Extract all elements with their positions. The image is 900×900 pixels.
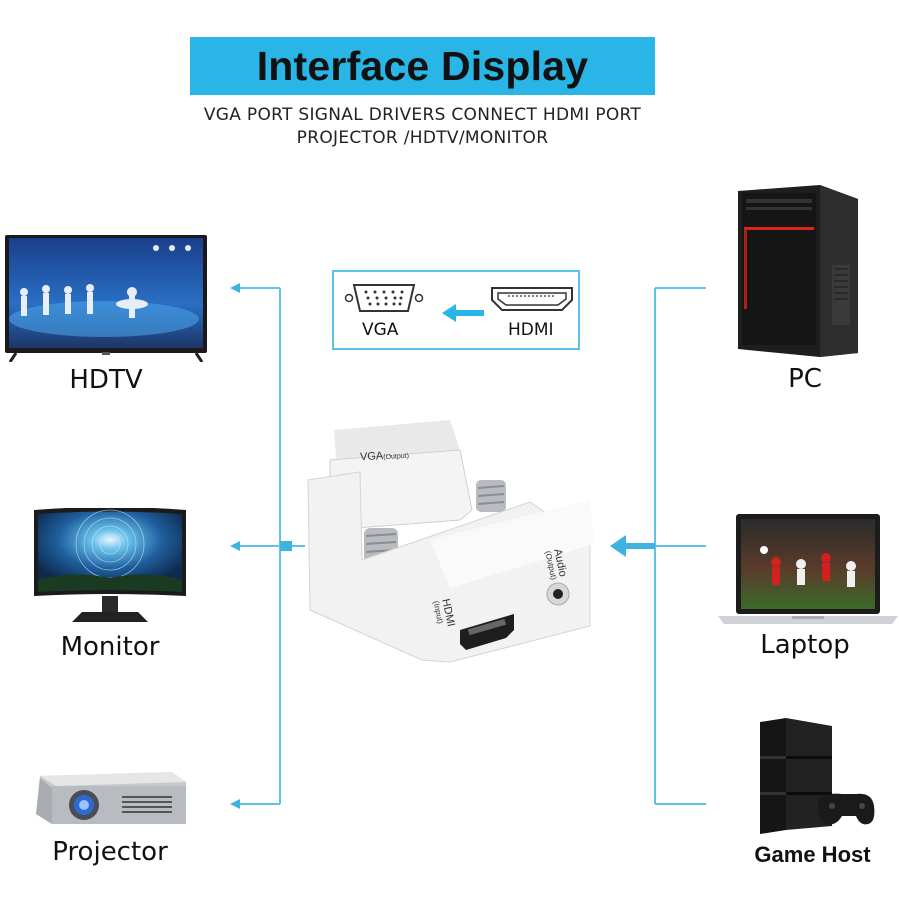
adapter-vga-text: VGA	[359, 450, 384, 464]
pc-device	[738, 185, 858, 357]
projector-icon	[36, 772, 186, 824]
hdmi-label: HDMI	[508, 320, 554, 340]
laptop-device	[716, 512, 900, 628]
monitor-label: Monitor	[60, 632, 160, 662]
pc-tower-icon	[738, 185, 858, 357]
laptop-icon	[718, 514, 898, 624]
vga-connector-icon	[344, 284, 424, 312]
game-host-label: Game Host	[754, 842, 871, 867]
page-title: Interface Display	[256, 42, 589, 89]
connector-diagram: VGA HDMI	[332, 270, 580, 350]
adapter-vga-label: VGA(Output)	[359, 449, 410, 464]
hdtv-device	[4, 234, 208, 363]
adapter-body-icon	[307, 420, 594, 663]
hdmi-connector-icon	[491, 287, 573, 311]
vga-hdmi-adapter: VGA(Output) HDMI (Input) Audio (Output)	[300, 410, 600, 670]
title-banner: Interface Display	[190, 37, 655, 95]
game-console-icon	[760, 718, 875, 834]
monitor-device	[32, 507, 188, 626]
vga-label: VGA	[362, 320, 399, 340]
left-arrow-icon	[442, 304, 484, 322]
hdtv-icon	[5, 235, 207, 363]
monitor-icon	[34, 507, 186, 622]
hdtv-label: HDTV	[69, 365, 143, 395]
subtitle-line-2: PROJECTOR /HDTV/MONITOR	[296, 128, 549, 148]
pc-label: PC	[788, 364, 822, 394]
laptop-label: Laptop	[760, 630, 850, 660]
projector-label: Projector	[52, 837, 168, 867]
subtitle-line-1: VGA PORT SIGNAL DRIVERS CONNECT HDMI POR…	[203, 105, 642, 125]
projector-device	[32, 764, 188, 830]
adapter-vga-note: (Output)	[383, 452, 410, 462]
game-host-device	[756, 718, 876, 836]
